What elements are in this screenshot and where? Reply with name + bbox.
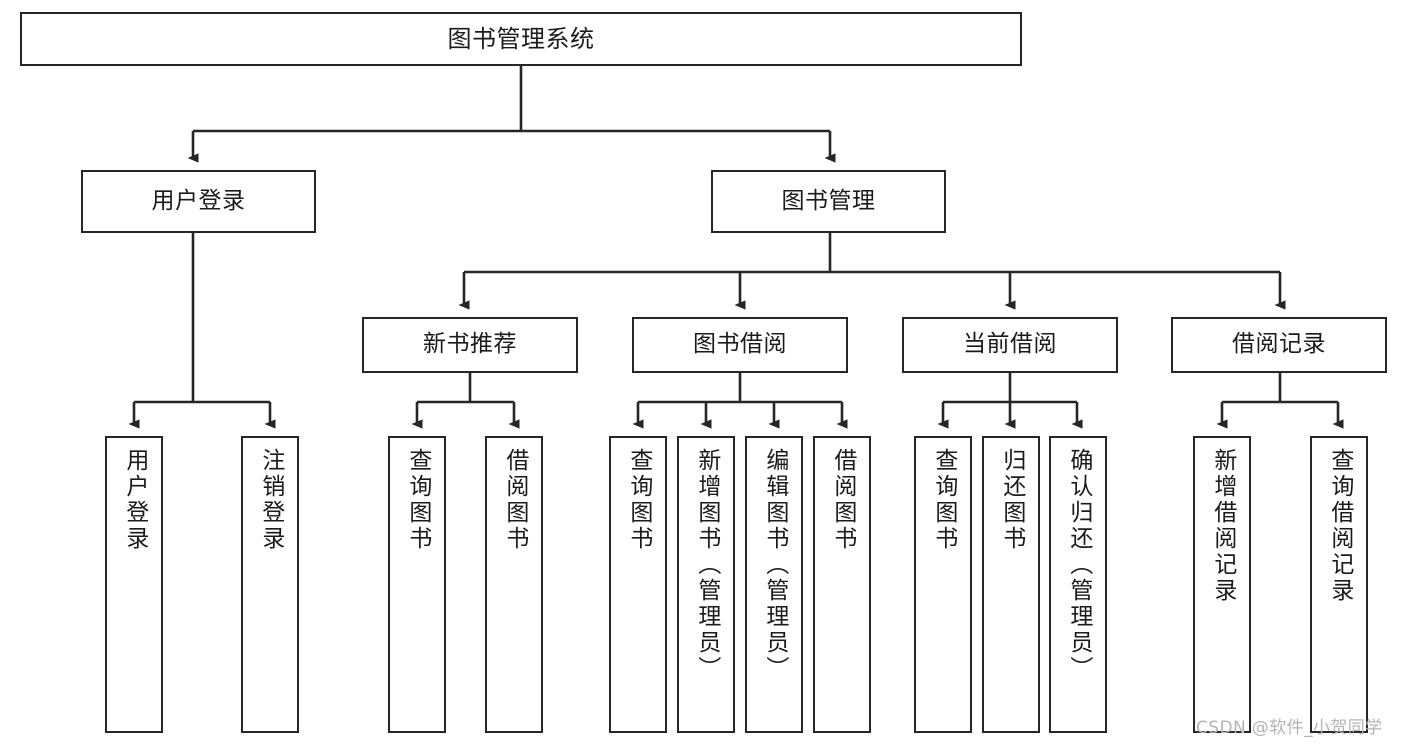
node-user-login[interactable]: 用户登录 <box>81 170 316 233</box>
node-label: 查询图书 <box>625 448 652 552</box>
node-new-book-recommend[interactable]: 新书推荐 <box>362 317 578 373</box>
node-label: 借阅图书 <box>501 448 528 552</box>
node-borrow-records[interactable]: 借阅记录 <box>1171 317 1387 373</box>
node-label: 归还图书 <box>998 448 1025 552</box>
node-label: 确认归还（管理员） <box>1065 448 1092 682</box>
node-label: 新书推荐 <box>423 331 517 358</box>
node-label: 编辑图书（管理员） <box>761 448 788 682</box>
node-book-management[interactable]: 图书管理 <box>711 170 946 233</box>
leaf-borrow-books[interactable]: 借阅图书 <box>813 436 871 733</box>
leaf-user-logout[interactable]: 注销登录 <box>241 436 299 733</box>
node-label: 图书管理 <box>781 187 876 214</box>
node-current-borrow[interactable]: 当前借阅 <box>902 317 1118 373</box>
leaf-add-book-admin[interactable]: 新增图书（管理员） <box>677 436 735 733</box>
node-label: 图书管理系统 <box>447 24 595 53</box>
node-label: 当前借阅 <box>963 331 1057 358</box>
node-label: 用户登录 <box>151 187 246 214</box>
node-label: 用户登录 <box>121 448 148 552</box>
leaf-edit-book-admin[interactable]: 编辑图书（管理员） <box>745 436 803 733</box>
leaf-search-books-current[interactable]: 查询图书 <box>914 436 972 733</box>
node-label: 图书借阅 <box>693 331 787 358</box>
leaf-user-login[interactable]: 用户登录 <box>105 436 163 733</box>
node-label: 查询图书 <box>404 448 431 552</box>
leaf-add-borrow-record[interactable]: 新增借阅记录 <box>1193 436 1251 733</box>
node-label: 新增图书（管理员） <box>693 448 720 682</box>
leaf-borrow-books-recommend[interactable]: 借阅图书 <box>485 436 543 733</box>
leaf-search-borrow-record[interactable]: 查询借阅记录 <box>1310 436 1368 733</box>
leaf-search-books-recommend[interactable]: 查询图书 <box>388 436 446 733</box>
leaf-return-books[interactable]: 归还图书 <box>982 436 1040 733</box>
leaf-confirm-return-admin[interactable]: 确认归还（管理员） <box>1049 436 1107 733</box>
node-label: 查询图书 <box>930 448 957 552</box>
node-root[interactable]: 图书管理系统 <box>20 12 1022 66</box>
node-label: 查询借阅记录 <box>1326 448 1353 604</box>
node-label: 借阅记录 <box>1232 331 1326 358</box>
node-label: 借阅图书 <box>829 448 856 552</box>
watermark: CSDN @软件_小贺同学 <box>1196 718 1383 738</box>
leaf-search-books-borrow[interactable]: 查询图书 <box>609 436 667 733</box>
node-label: 新增借阅记录 <box>1209 448 1236 604</box>
node-book-borrow[interactable]: 图书借阅 <box>632 317 848 373</box>
node-label: 注销登录 <box>257 448 284 552</box>
